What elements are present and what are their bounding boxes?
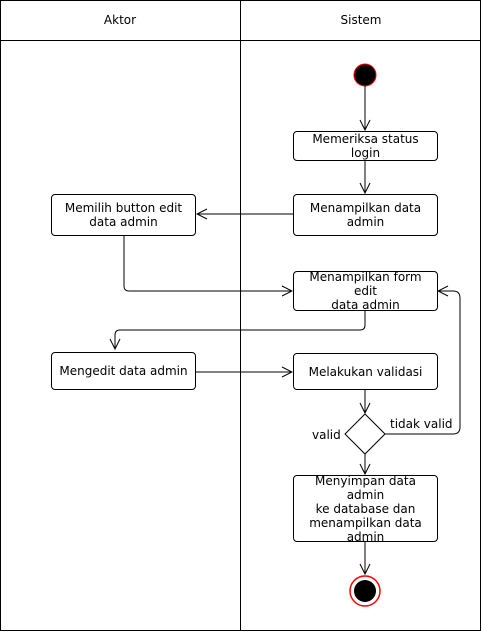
- decision-diamond: [344, 413, 386, 455]
- guard-valid: valid: [312, 428, 341, 442]
- activity-save-data: Menyimpan data admin ke database dan men…: [293, 474, 438, 544]
- flow-choose-to-form: [123, 235, 292, 291]
- lane-header-actor: Aktor: [103, 13, 137, 27]
- activity-show-data: Menampilkan data admin: [293, 194, 438, 236]
- flow-invalid-back-to-form: [385, 291, 461, 435]
- activity-show-form: Menampilkan form edit data admin: [293, 270, 438, 312]
- start-node: [353, 63, 377, 87]
- end-node-core: [354, 580, 376, 602]
- lane-header-system: Sistem: [340, 13, 382, 27]
- activity-validate: Melakukan validasi: [293, 353, 438, 390]
- activity-edit-data: Mengedit data admin: [51, 352, 196, 390]
- activity-choose-edit: Memilih button edit data admin: [51, 194, 196, 236]
- activity-check-login: Memeriksa status login: [293, 131, 438, 161]
- guard-invalid: tidak valid: [390, 417, 453, 431]
- flow-form-to-edit: [115, 311, 366, 349]
